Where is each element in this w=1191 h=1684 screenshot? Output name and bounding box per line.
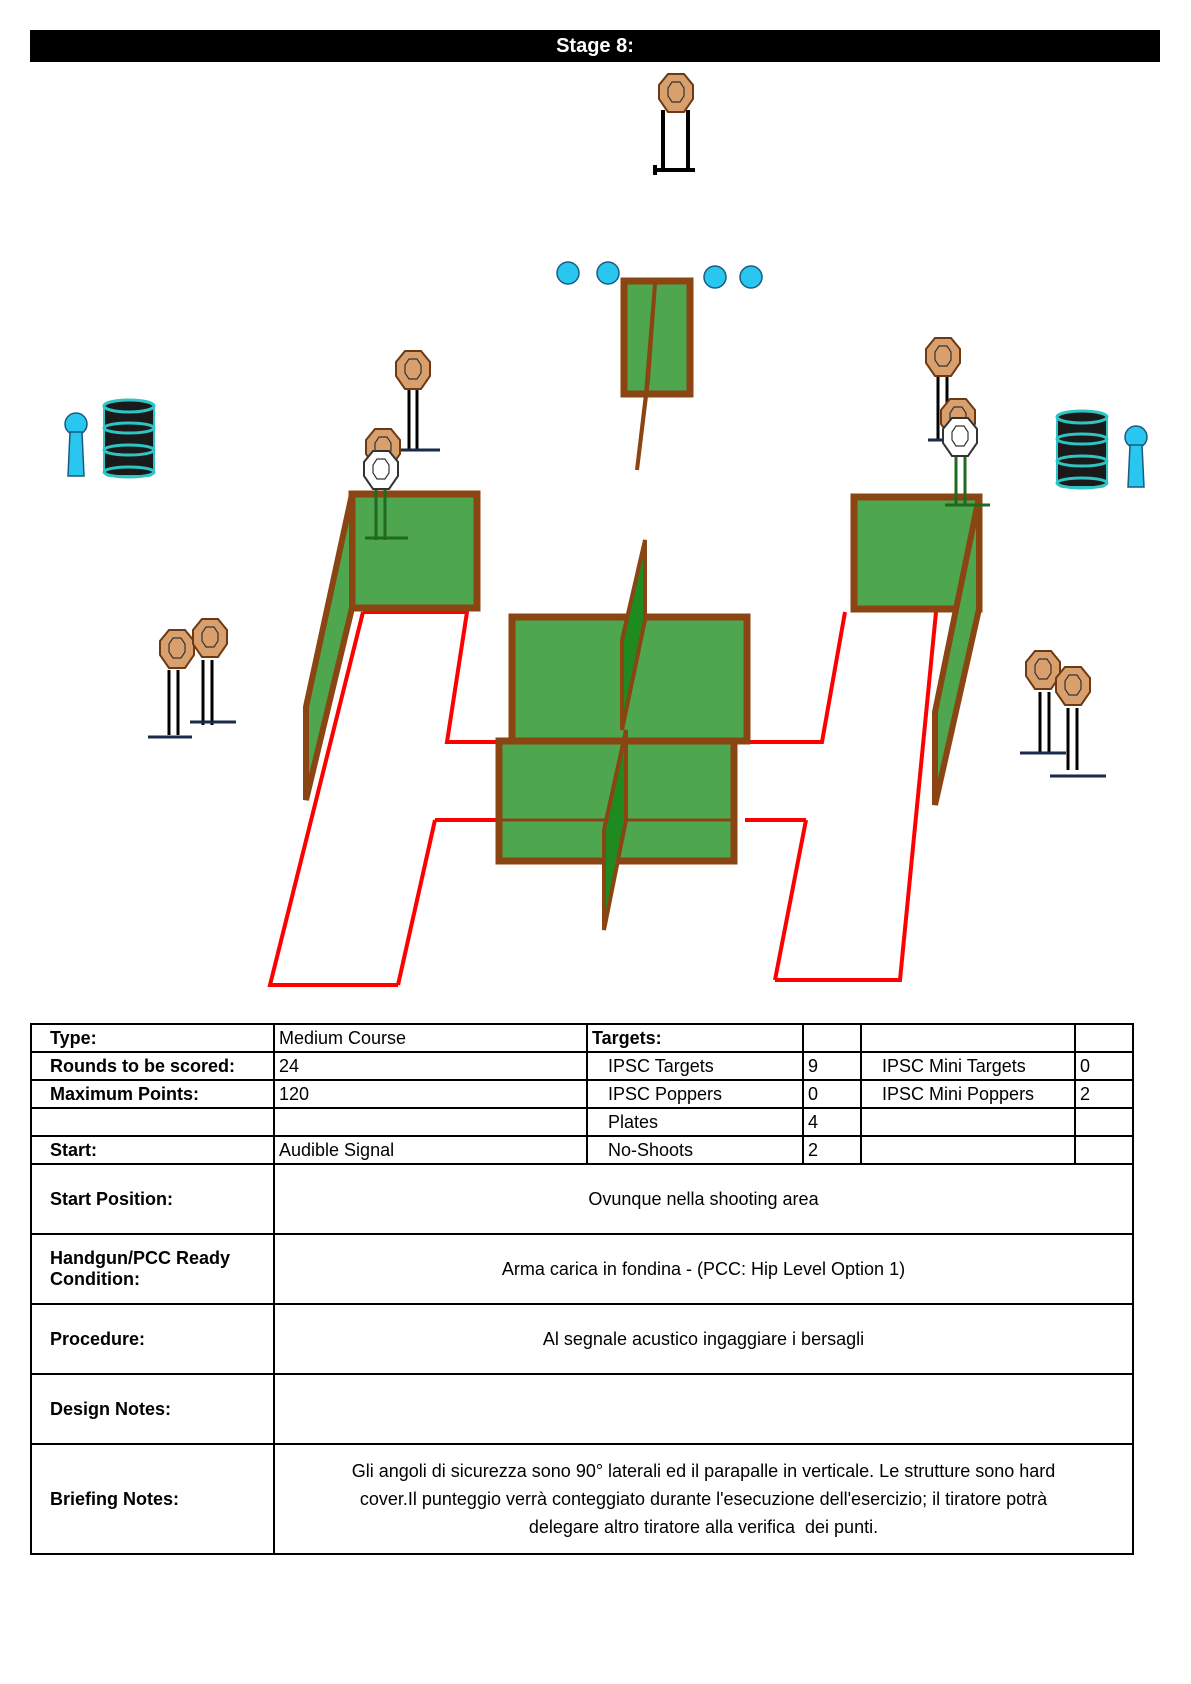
ipsc-target-icon [1050,666,1106,778]
mini-targets-label: IPSC Mini Targets [860,1051,1076,1081]
no-shoots-label: No-Shoots [586,1135,804,1165]
briefing-notes-value: Gli angoli di sicurezza sono 90° lateral… [273,1443,1134,1555]
wall-left [348,490,481,612]
max-points-value: 120 [273,1079,588,1109]
ready-condition-value: Arma carica in fondina - (PCC: Hip Level… [273,1233,1134,1305]
wall-left-side [303,493,355,801]
ready-condition-label: Handgun/PCC Ready Condition: [30,1233,275,1305]
mini-poppers-value: 2 [1074,1079,1134,1109]
fault-line [267,610,938,987]
barrel-icon [1055,409,1109,490]
stage-diagram [64,73,1148,987]
plate-icon [596,261,620,285]
plates [556,261,763,289]
no-shoot-icon [363,450,408,540]
mini-poppers-label: IPSC Mini Poppers [860,1079,1076,1109]
mini-popper-icon [1124,425,1148,488]
ipsc-target-icon [148,629,195,739]
wall-structures [303,277,983,931]
ipsc-targets-label: IPSC Targets [586,1051,804,1081]
wall-top-center [620,277,694,398]
rounds-label: Rounds to be scored: [30,1051,275,1081]
ipsc-target-icon [653,73,695,175]
start-position-label: Start Position: [30,1163,275,1235]
type-label: Type: [30,1023,275,1053]
stage-title: Stage 8: [30,30,1160,62]
no-shoots-value: 2 [802,1135,862,1165]
briefing-notes-label: Briefing Notes: [30,1443,275,1555]
rounds-value: 24 [273,1051,588,1081]
targets-label: Targets: [586,1023,804,1053]
start-label: Start: [30,1135,275,1165]
no-shoot-icon [942,417,990,507]
barrel-icon [102,398,156,479]
procedure-label: Procedure: [30,1303,275,1375]
start-value: Audible Signal [273,1135,588,1165]
plates-value: 4 [802,1107,862,1137]
ipsc-poppers-label: IPSC Poppers [586,1079,804,1109]
mini-targets-value: 0 [1074,1051,1134,1081]
design-notes-value [273,1373,1134,1445]
wall-top-diagonal [635,283,657,471]
type-value: Medium Course [273,1023,588,1053]
start-position-value: Ovunque nella shooting area [273,1163,1134,1235]
ipsc-targets-value: 9 [802,1051,862,1081]
wall-center-diagonal-2 [602,729,628,931]
ipsc-target-icon [395,350,440,452]
mini-popper-icon [64,412,88,477]
wall-right-side [932,496,982,806]
stage-info-table: Type: Medium Course Targets: Rounds to b… [30,1023,1134,1555]
wall-center-diagonal-1 [620,539,647,731]
design-notes-label: Design Notes: [30,1373,275,1445]
plate-icon [739,265,763,289]
plate-icon [703,265,727,289]
ipsc-target-icon [1020,650,1066,755]
max-points-label: Maximum Points: [30,1079,275,1109]
plates-label: Plates [586,1107,804,1137]
procedure-value: Al segnale acustico ingaggiare i bersagl… [273,1303,1134,1375]
ipsc-poppers-value: 0 [802,1079,862,1109]
ipsc-target-icon [190,618,236,725]
plate-icon [556,261,580,285]
